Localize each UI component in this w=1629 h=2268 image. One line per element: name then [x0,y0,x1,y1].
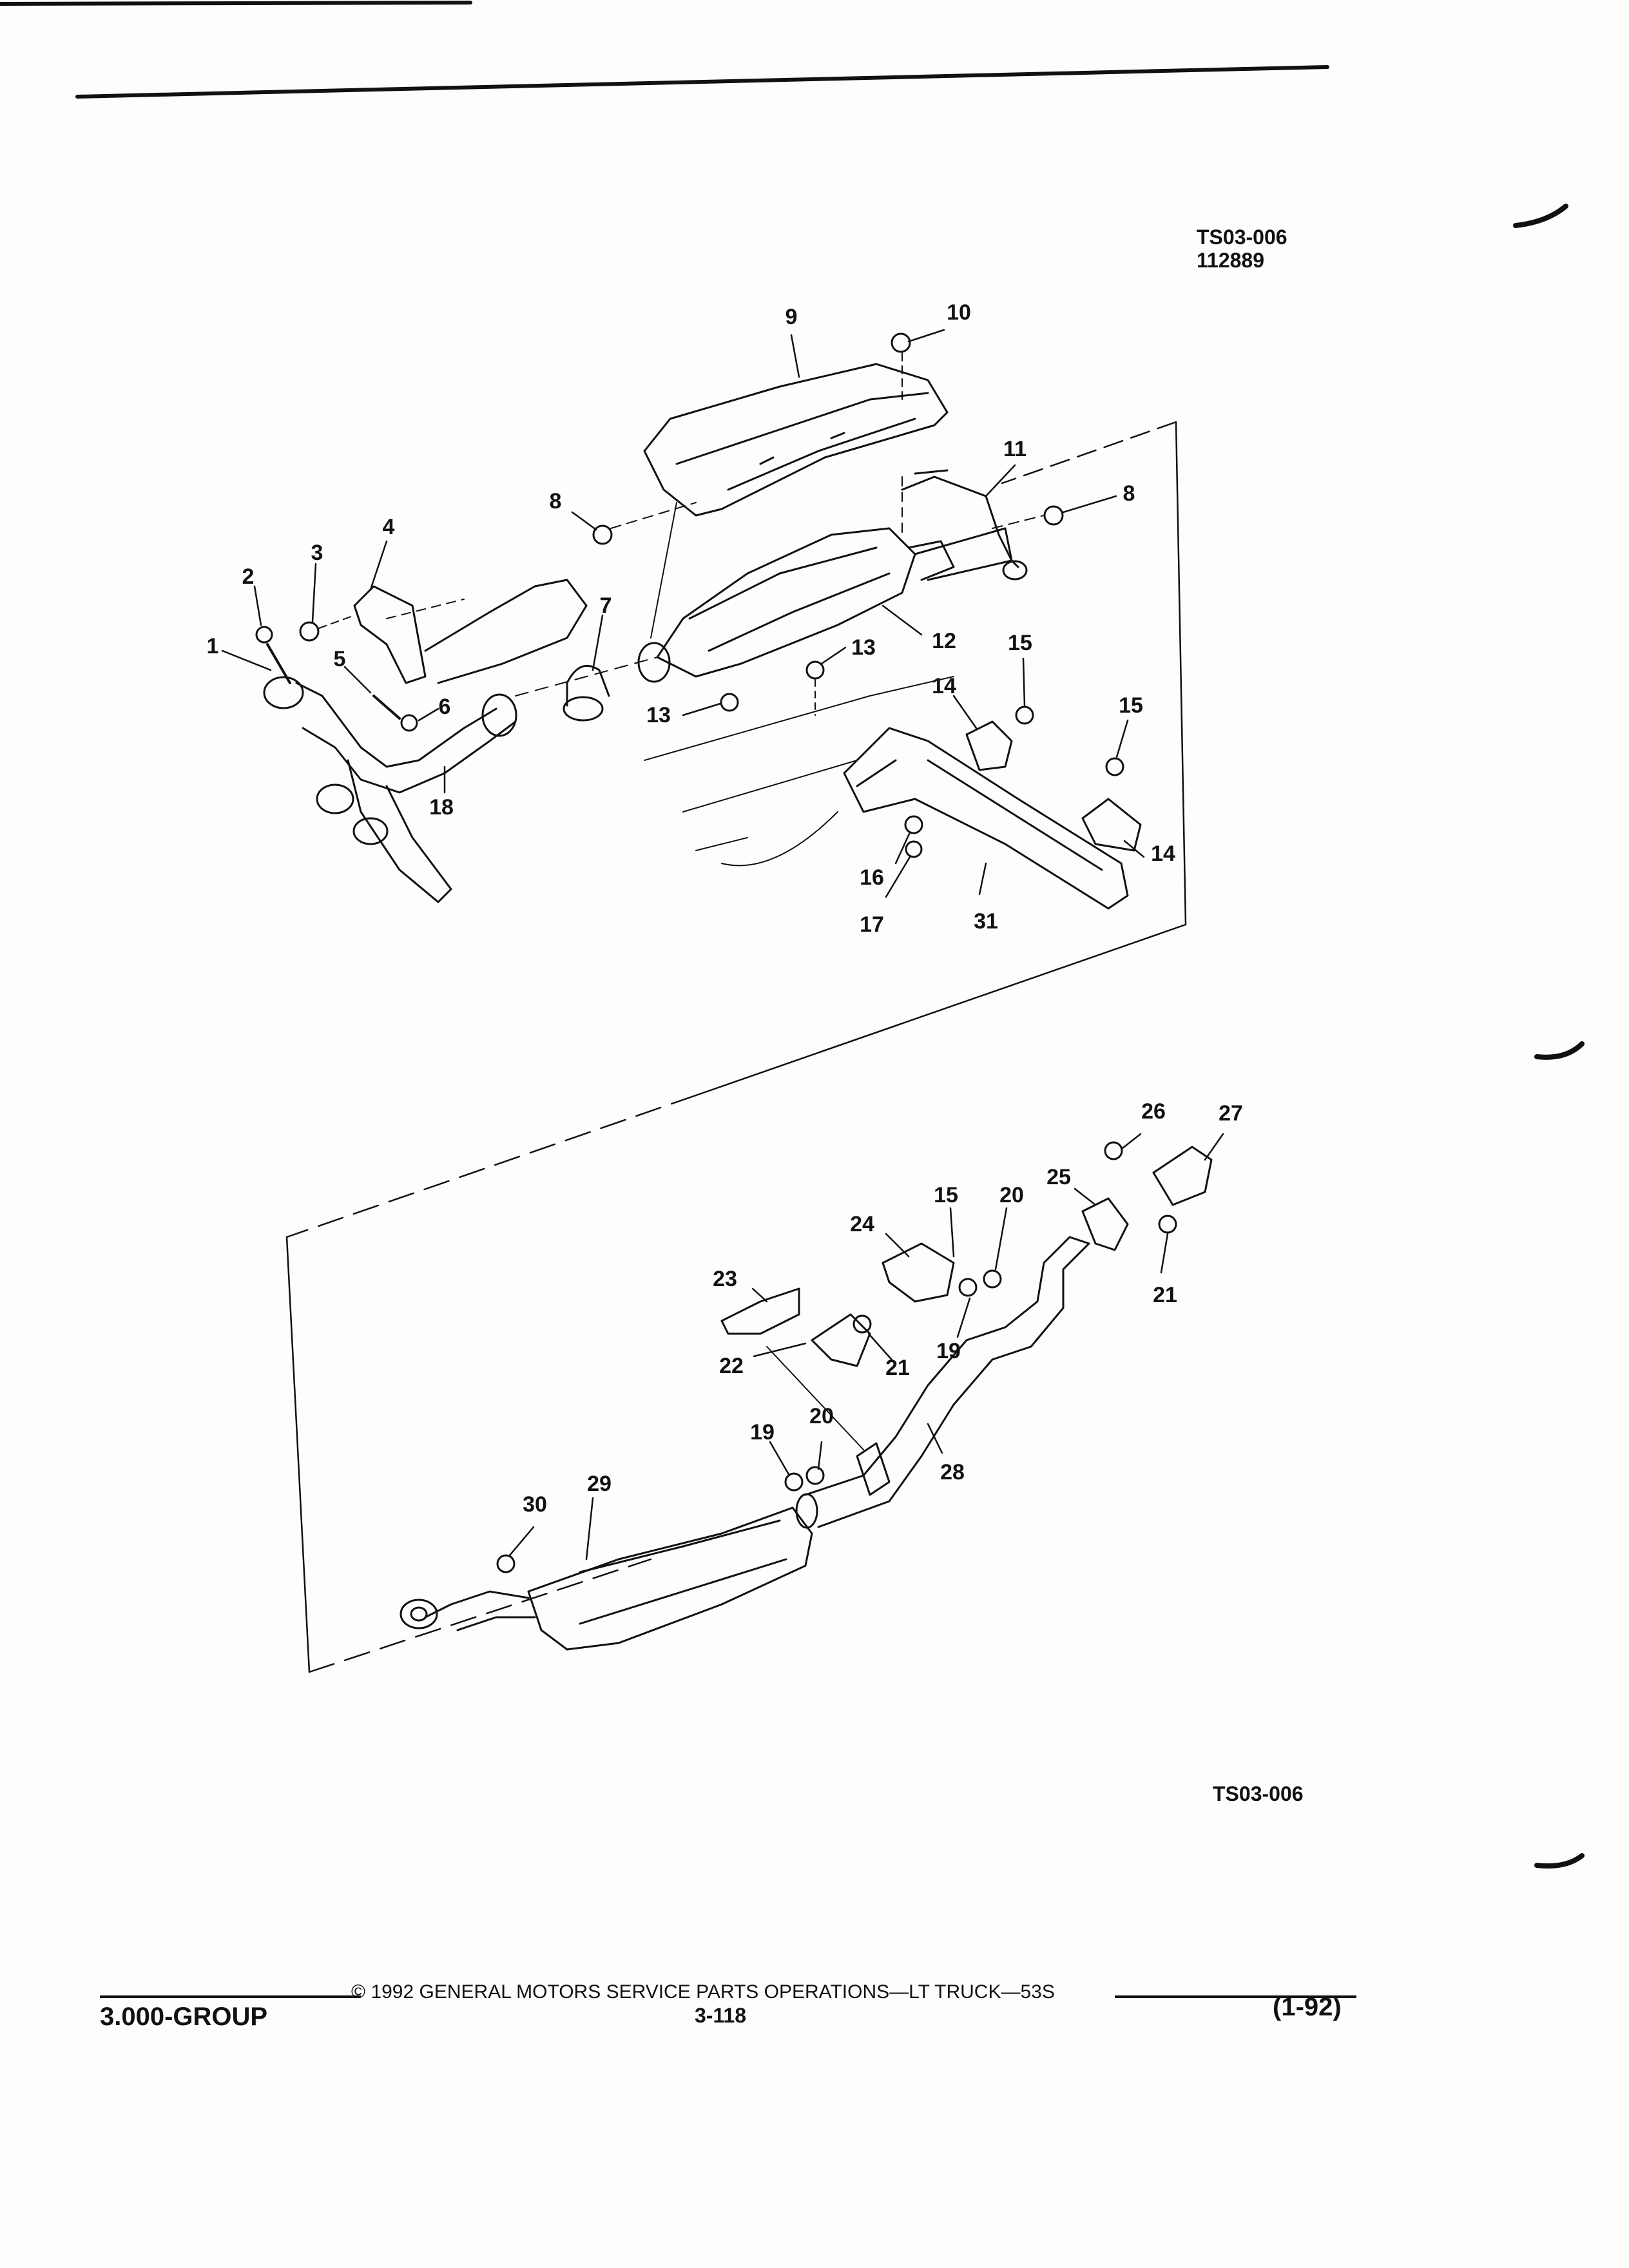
bolt-26 [1104,1141,1123,1160]
catalytic-converter [637,527,955,683]
callout-8-left: 8 [549,489,562,514]
callout-13-upper: 13 [851,635,876,660]
upper-boundary [285,421,1187,1238]
header-rule [75,65,1329,99]
scan-mark-2 [1534,1041,1585,1060]
callout-1: 1 [206,634,219,658]
bolt-10 [891,332,911,400]
hanger-14-upper [965,720,1013,771]
callout-25: 25 [1046,1165,1071,1189]
clamp-27 [1152,1146,1213,1206]
callout-2: 2 [242,564,255,589]
bolt-8-right [992,505,1064,529]
callout-22: 22 [719,1354,744,1378]
bolt-15-b [1105,757,1124,776]
tailpipe-clamp [856,1442,891,1496]
nut-19-b [784,1472,804,1492]
reference-code: TS03-006 [1197,226,1287,249]
callout-15-b: 15 [1119,693,1143,718]
callout-14-upper: 14 [932,674,956,698]
callout-5: 5 [333,647,346,671]
callout-21-right: 21 [1153,1283,1177,1307]
footer-rule-right [1115,1995,1356,1998]
callout-13-lower: 13 [646,703,671,727]
u-bolt-clamp [515,657,658,722]
nut-17 [905,840,923,858]
hanger-24 [882,1242,955,1303]
callout-11: 11 [1003,437,1027,461]
stud-5 [372,695,401,720]
stud-2 [255,626,291,684]
callout-21-left: 21 [885,1356,910,1380]
nut-6 [400,714,418,732]
top-edge-rule [0,1,472,6]
callout-20-upper: 20 [999,1183,1024,1207]
callout-28: 28 [940,1460,965,1485]
washer-20-b [805,1466,825,1485]
crossover-pipe [263,676,517,903]
callout-27: 27 [1219,1101,1243,1126]
callout-20-lower: 20 [809,1404,834,1428]
callout-23: 23 [713,1267,737,1291]
bolt-13-lower [720,693,739,712]
scan-mark-3 [1534,1853,1585,1869]
callout-14-lower: 14 [1151,841,1175,866]
callout-19-lower: 19 [750,1420,775,1445]
callout-19-upper: 19 [936,1339,961,1363]
callout-30: 30 [523,1492,547,1517]
bolt-13-upper [805,660,825,716]
callout-7: 7 [599,593,612,618]
converter-bracket [901,469,1028,581]
callout-24: 24 [850,1212,874,1236]
footer-page-number: 3-118 [695,2004,747,2027]
callout-15-a: 15 [1008,631,1032,655]
lower-boundary [285,1236,652,1673]
footer-rule-left [100,1995,361,1998]
crossmember [843,727,1129,910]
washer-16 [904,815,923,834]
bolt-30 [496,1554,516,1573]
muffler [400,1506,813,1651]
bolt-21-b [853,1314,872,1334]
callout-31: 31 [974,909,998,934]
callout-9: 9 [785,305,798,329]
frame-floor-outline [644,676,954,867]
reference-number: 112889 [1197,249,1265,272]
hanger-23 [720,1287,800,1335]
heat-shield [643,363,949,517]
footer-group: 3.000-GROUP [100,2003,268,2031]
callout-6: 6 [438,695,451,719]
callout-17: 17 [860,912,884,937]
nut-19-a [958,1278,978,1297]
callout-12: 12 [932,629,956,653]
footer-copyright: © 1992 GENERAL MOTORS SERVICE PARTS OPER… [351,1981,1055,2003]
callout-16: 16 [860,865,884,890]
bolt-8-left [592,502,697,545]
leader-lines [221,329,1224,1561]
callout-15-c: 15 [934,1183,958,1207]
hanger-25 [1081,1197,1129,1251]
scan-mark-1 [1513,204,1568,228]
hanger-22 [811,1313,871,1367]
callout-29: 29 [587,1472,612,1496]
hanger-14-lower [1081,798,1142,852]
callout-26: 26 [1141,1099,1166,1124]
callout-8-right: 8 [1123,481,1135,506]
callout-10: 10 [947,300,971,325]
figure-code: TS03-006 [1213,1782,1304,1805]
callout-18: 18 [429,795,454,820]
callout-3: 3 [311,541,323,565]
bolt-15-a [1015,706,1034,725]
converter-inlet-pipe [914,527,1013,581]
pipe-heat-shield [353,579,588,684]
bolt-3 [299,615,355,642]
footer-date-code: (1-92) [1273,1993,1342,2021]
bolt-21-a [1158,1215,1177,1234]
callout-4: 4 [382,515,395,539]
washer-20-a [983,1269,1002,1289]
